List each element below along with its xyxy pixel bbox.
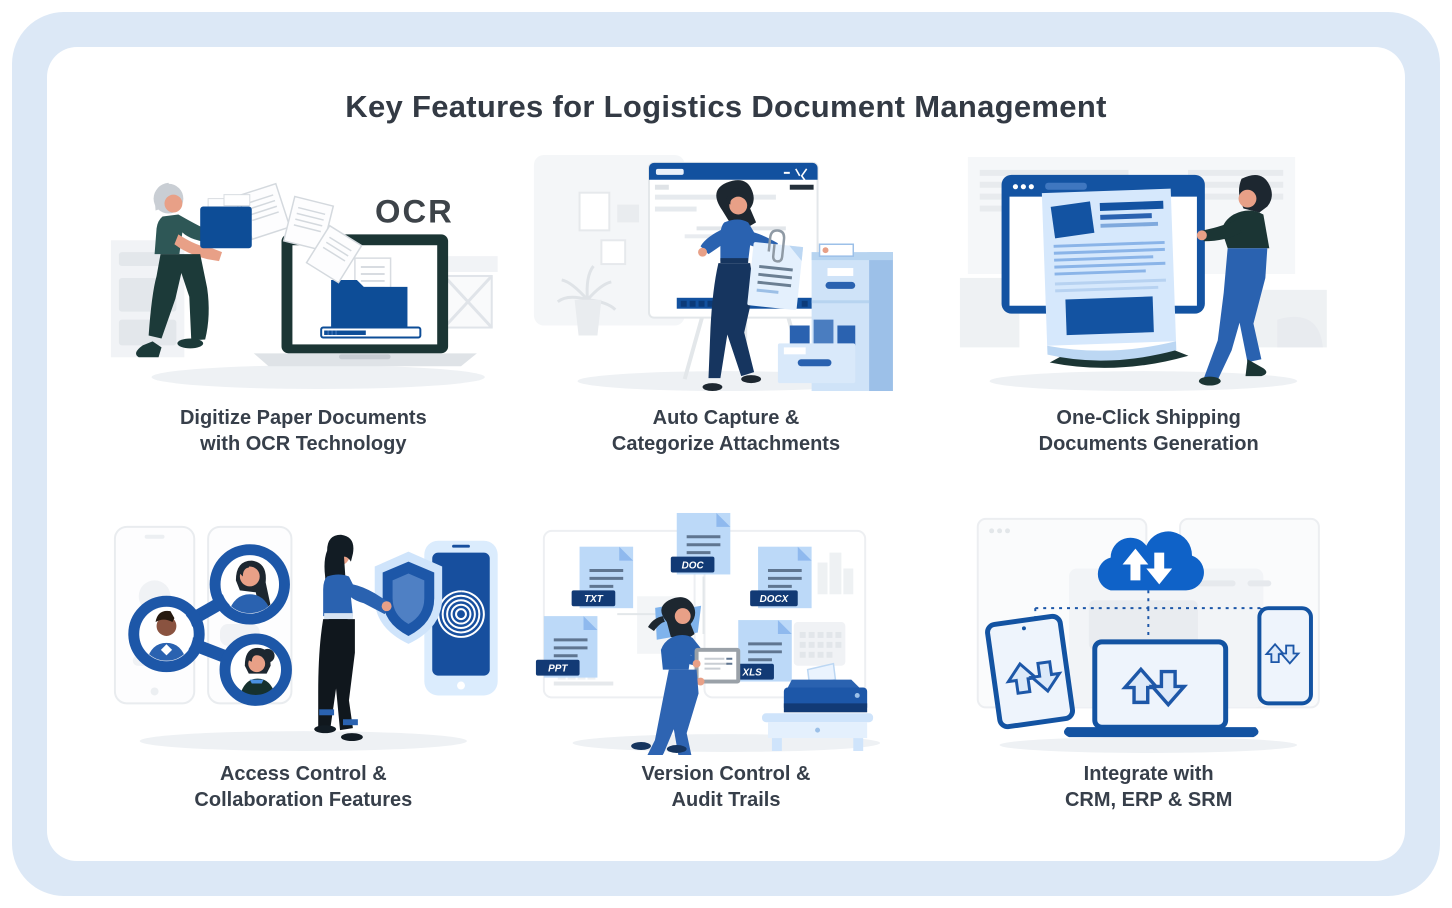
shipping-docs-svg xyxy=(960,156,1328,392)
integration-svg xyxy=(977,517,1321,753)
digitize-ocr-svg: OCR xyxy=(110,182,498,390)
carried-folder-icon xyxy=(200,194,252,249)
shield-icon xyxy=(374,551,443,644)
feature-digitize-ocr: OCR xyxy=(105,147,502,481)
fingerprint-icon xyxy=(437,590,485,638)
file-type-label: PPT xyxy=(548,664,568,675)
file-ppt-icon: PPT xyxy=(535,616,598,678)
illustration-access-control xyxy=(105,503,502,755)
caption-line: Access Control & xyxy=(219,763,387,785)
illustration-version-control: TXT DOC xyxy=(528,503,925,779)
avatar-woman-1 xyxy=(227,560,272,614)
file-xls-icon: XLS xyxy=(729,620,792,682)
illustration-integration xyxy=(950,503,1347,755)
person xyxy=(136,182,252,358)
file-txt-icon: TXT xyxy=(571,546,633,609)
ground-shadow xyxy=(999,737,1298,753)
caption-line: Version Control & xyxy=(641,763,811,785)
avatar-network xyxy=(128,544,292,706)
illustration-shipping-docs xyxy=(950,147,1347,399)
wall-background xyxy=(533,154,685,326)
progress-bar xyxy=(320,326,422,339)
caption-line: Collaboration Features xyxy=(194,789,413,812)
page-title: Key Features for Logistics Document Mana… xyxy=(345,89,1107,124)
caption-auto-capture: Auto Capture & Categorize Attachments xyxy=(612,405,840,458)
calendar-icon xyxy=(793,622,845,666)
desk xyxy=(761,713,873,751)
version-control-svg: TXT DOC xyxy=(535,512,880,779)
feature-grid: OCR xyxy=(105,147,1347,837)
sync-connection-lines xyxy=(1034,590,1263,648)
person xyxy=(1197,174,1273,386)
file-type-label: DOCX xyxy=(759,594,789,605)
open-drawer xyxy=(777,319,855,384)
caption-line: Documents Generation xyxy=(1038,433,1259,456)
plant xyxy=(556,265,616,336)
chair-background xyxy=(1277,316,1324,348)
window-controls-icon xyxy=(794,168,807,184)
caption-version-control: Version Control & Audit Trails xyxy=(642,761,811,814)
caption-digitize-ocr: Digitize Paper Documents with OCR Techno… xyxy=(180,405,427,458)
person-with-tablet xyxy=(630,597,740,779)
caption-line: Integrate with xyxy=(1083,763,1214,785)
caption-line: CRM, ERP & SRM xyxy=(1064,789,1233,812)
attachment-document-icon xyxy=(747,229,803,311)
ground-shadow xyxy=(139,731,467,751)
upload-arrow-icon xyxy=(1122,548,1149,581)
feature-auto-capture: Auto Capture & Categorize Attachments xyxy=(528,147,925,481)
feature-integration: Integrate with CRM, ERP & SRM xyxy=(950,503,1347,837)
ground-shadow xyxy=(151,365,485,390)
ocr-label: OCR xyxy=(375,192,454,229)
phone-icon xyxy=(1257,606,1314,706)
caption-line: Auto Capture & xyxy=(652,407,800,429)
document-scroll xyxy=(1042,188,1189,368)
tablet-icon xyxy=(985,613,1076,730)
printer-icon xyxy=(783,662,867,713)
download-arrow-icon xyxy=(1146,552,1173,585)
file-doc-icon: DOC xyxy=(670,512,730,575)
person xyxy=(314,534,392,742)
feature-access-control: Access Control & Collaboration Features xyxy=(105,503,502,837)
folder-icon xyxy=(331,257,408,329)
caption-line: Audit Trails xyxy=(671,789,781,812)
laptop-icon xyxy=(1064,639,1259,738)
tablet-icon xyxy=(694,647,740,684)
illustration-auto-capture xyxy=(528,147,925,399)
caption-line: with OCR Technology xyxy=(200,433,407,456)
ground-shadow xyxy=(989,371,1298,392)
illustration-digitize-ocr: OCR xyxy=(105,147,502,399)
caption-shipping-docs: One-Click Shipping Documents Generation xyxy=(1039,405,1259,458)
file-type-label: TXT xyxy=(584,594,604,605)
caption-access-control: Access Control & Collaboration Features xyxy=(194,761,412,814)
feature-shipping-docs: One-Click Shipping Documents Generation xyxy=(950,147,1347,481)
file-type-label: DOC xyxy=(681,561,704,572)
file-docx-icon: DOCX xyxy=(749,546,812,609)
file-cabinet-icon xyxy=(777,243,893,392)
avatar-man xyxy=(146,610,187,661)
caption-line: Digitize Paper Documents xyxy=(179,407,427,429)
crate-background xyxy=(438,256,498,329)
paperclip-icon xyxy=(767,229,785,263)
access-control-svg xyxy=(113,525,498,751)
auto-capture-svg xyxy=(533,154,893,392)
caption-line: One-Click Shipping xyxy=(1056,407,1241,429)
caption-integration: Integrate with CRM, ERP & SRM xyxy=(1065,761,1232,814)
file-type-label: XLS xyxy=(741,668,762,679)
avatar-woman-2 xyxy=(239,647,276,696)
person xyxy=(697,180,781,392)
cloud-sync-icon xyxy=(1098,531,1205,591)
caption-line: Categorize Attachments xyxy=(611,433,841,456)
content-card: Key Features for Logistics Document Mana… xyxy=(47,47,1405,861)
connector-lines xyxy=(616,576,705,634)
fingerprint-phone-icon xyxy=(424,540,498,696)
feature-version-control: TXT DOC xyxy=(528,503,925,837)
